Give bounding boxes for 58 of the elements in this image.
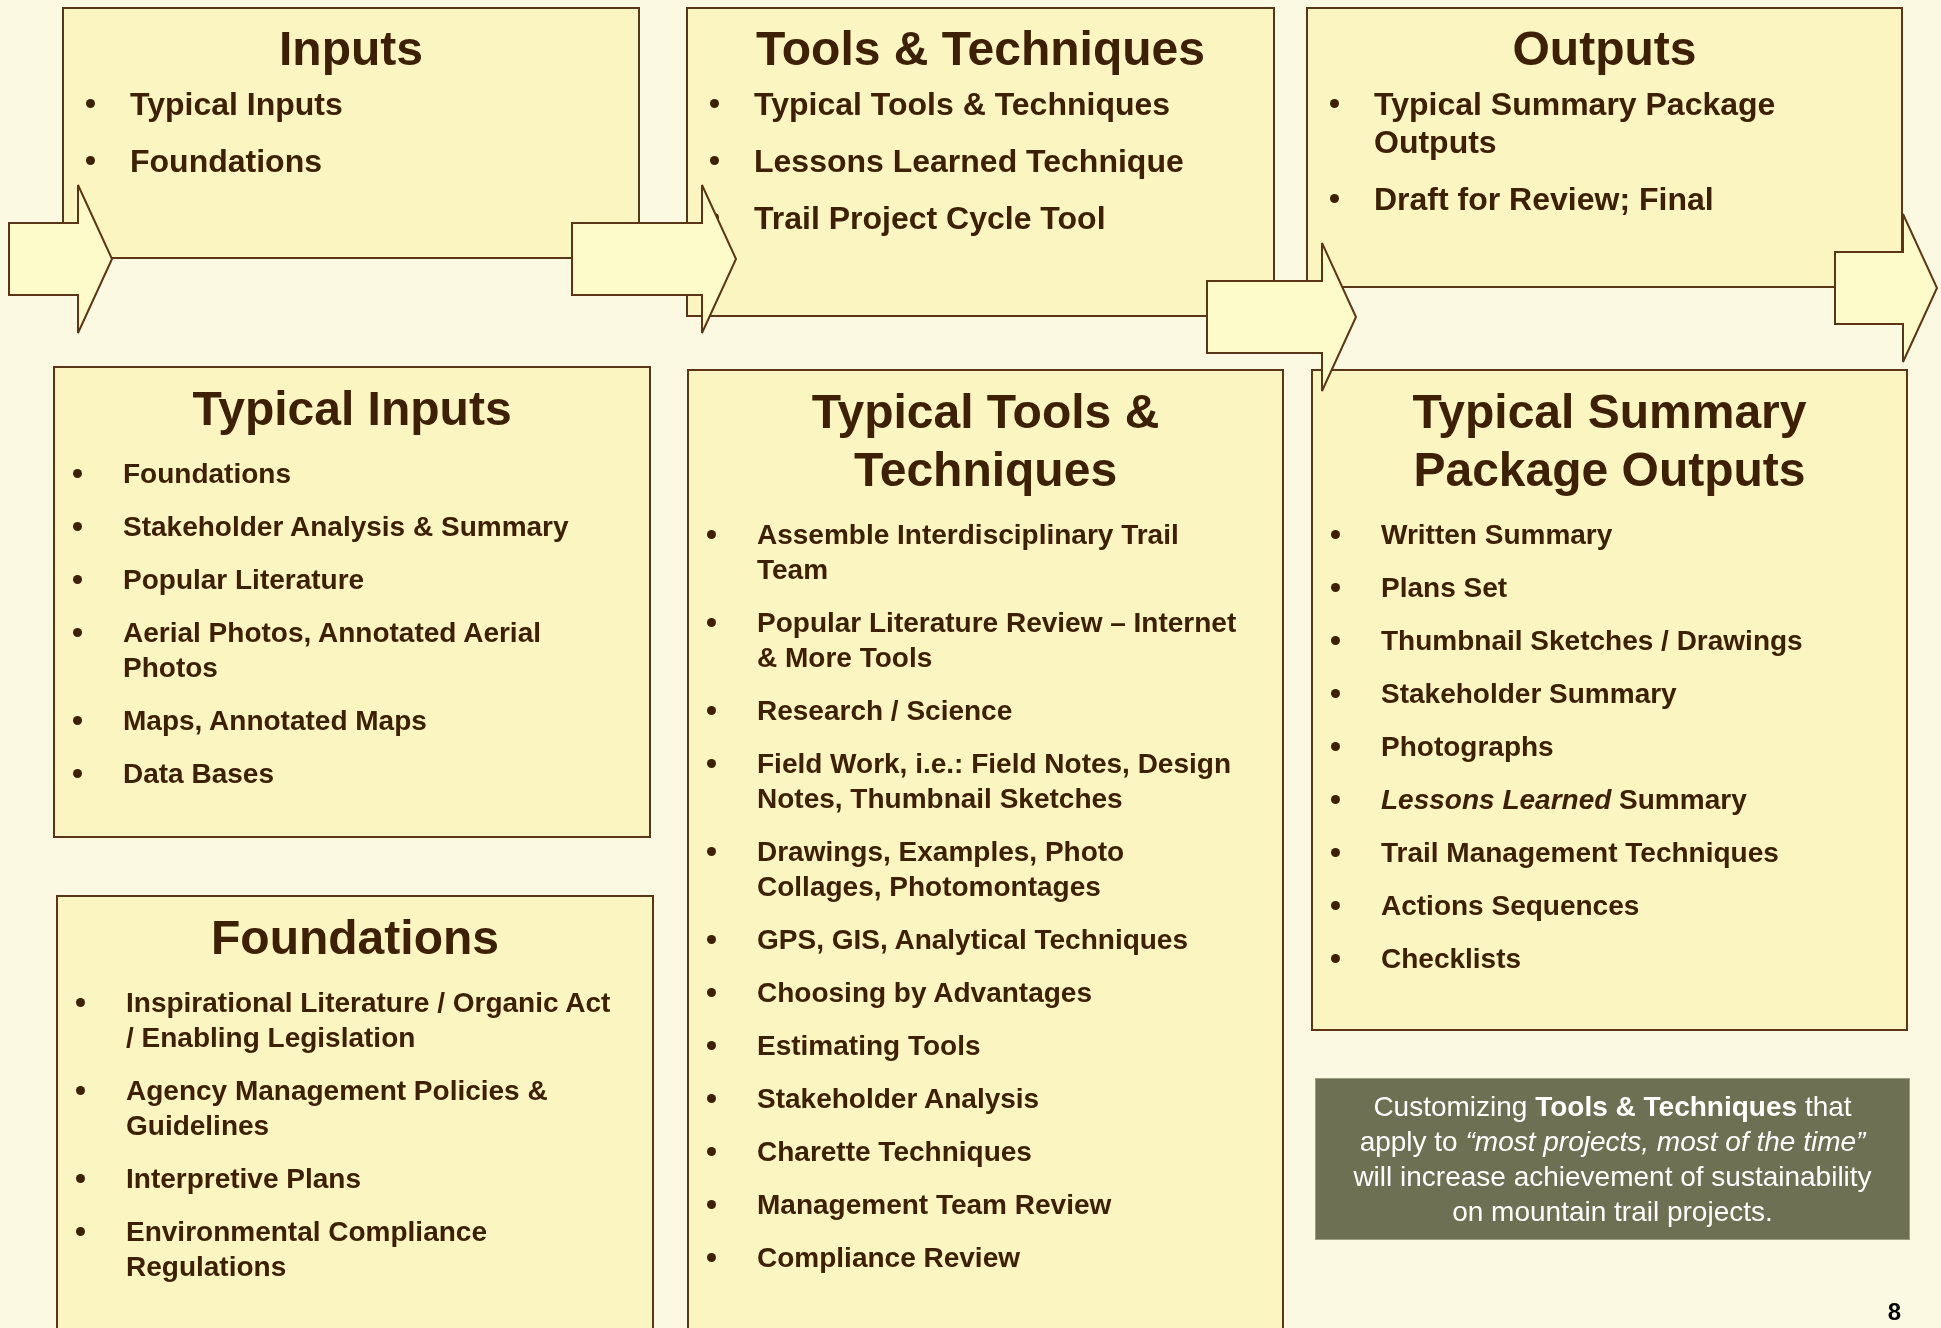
panel-heading: Outputs [1511,23,1698,75]
bullet-item: Foundations [55,456,615,491]
bullet-item: Maps, Annotated Maps [55,703,615,738]
bullet-item: Choosing by Advantages [689,975,1248,1010]
inputs-list-panel [53,366,651,838]
bullet-item: Interpretive Plans [58,1161,618,1196]
tools-panel [686,7,1275,317]
outputs-panel [1306,7,1903,288]
bullet-item: Estimating Tools [689,1028,1248,1063]
bullet-item: Lessons Learned Technique [688,142,1213,180]
bullet-item: Typical Inputs [64,85,578,123]
bullet-item: Typical Tools & Techniques [688,85,1213,123]
note-box [1315,1078,1910,1240]
block-arrow [571,184,738,334]
block-arrow [8,184,114,334]
bullet-item: Research / Science [689,693,1248,728]
bullet-item: Checklists [1313,941,1872,976]
bullet-item: Stakeholder Analysis [689,1081,1248,1116]
inputs-panel [62,7,640,259]
panel-heading: Tools & Techniques [755,23,1206,75]
bullet-item: Environmental Compliance Regulations [58,1214,618,1284]
page-number: 8 [1887,1298,1901,1326]
panel-heading: Typical Summary Package Outputs [1411,384,1808,498]
panel-heading: Typical Tools & Techniques [810,384,1161,498]
bullet-item: Photographs [1313,729,1872,764]
bullet-item: Trail Management Techniques [1313,835,1872,870]
bullet-item: Stakeholder Summary [1313,676,1872,711]
bullet-item: Thumbnail Sketches / Drawings [1313,623,1872,658]
outputs-list-panel [1311,369,1908,1031]
bullet-item: Popular Literature Review – Internet & More Tools [689,605,1248,675]
bullet-item: Stakeholder Analysis & Summary [55,509,615,544]
block-arrow [1834,213,1939,363]
bullet-item: Typical Summary Package Outputs [1308,85,1841,161]
note-text: Customizing Tools & Techniques that apply to “most projects, most of the time” will increase achievement of sustainability on mountain trail projects. [1352,1090,1873,1229]
bullet-item: Charette Techniques [689,1134,1248,1169]
bullet-item: Data Bases [55,756,615,791]
bullet-item: Inspirational Literature / Organic Act / Enabling Legislation [58,985,618,1055]
bullet-item: Agency Management Policies & Guidelines [58,1073,618,1143]
bullet-item: Draft for Review; Final [1308,180,1841,218]
panel-heading: Typical Inputs [191,381,513,437]
bullet-item: Field Work, i.e.: Field Notes, Design Notes, Thumbnail Sketches [689,746,1248,816]
block-arrow [1206,242,1358,392]
bullet-item: Management Team Review [689,1187,1248,1222]
foundations-panel [56,895,654,1328]
panel-heading: Inputs [278,23,424,75]
bullet-item: Popular Literature [55,562,615,597]
bullet-item: Drawings, Examples, Photo Collages, Photomontages [689,834,1248,904]
bullet-item: Aerial Photos, Annotated Aerial Photos [55,615,615,685]
bullet-item: Foundations [64,142,578,180]
panel-heading: Foundations [210,910,500,966]
bullet-item: Lessons Learned Summary [1313,782,1872,817]
tools-list-panel [687,369,1284,1328]
bullet-item: Written Summary [1313,517,1872,552]
bullet-item: Plans Set [1313,570,1872,605]
bullet-item: Compliance Review [689,1240,1248,1275]
bullet-item: Assemble Interdisciplinary Trail Team [689,517,1248,587]
bullet-item: GPS, GIS, Analytical Techniques [689,922,1248,957]
bullet-item: Actions Sequences [1313,888,1872,923]
